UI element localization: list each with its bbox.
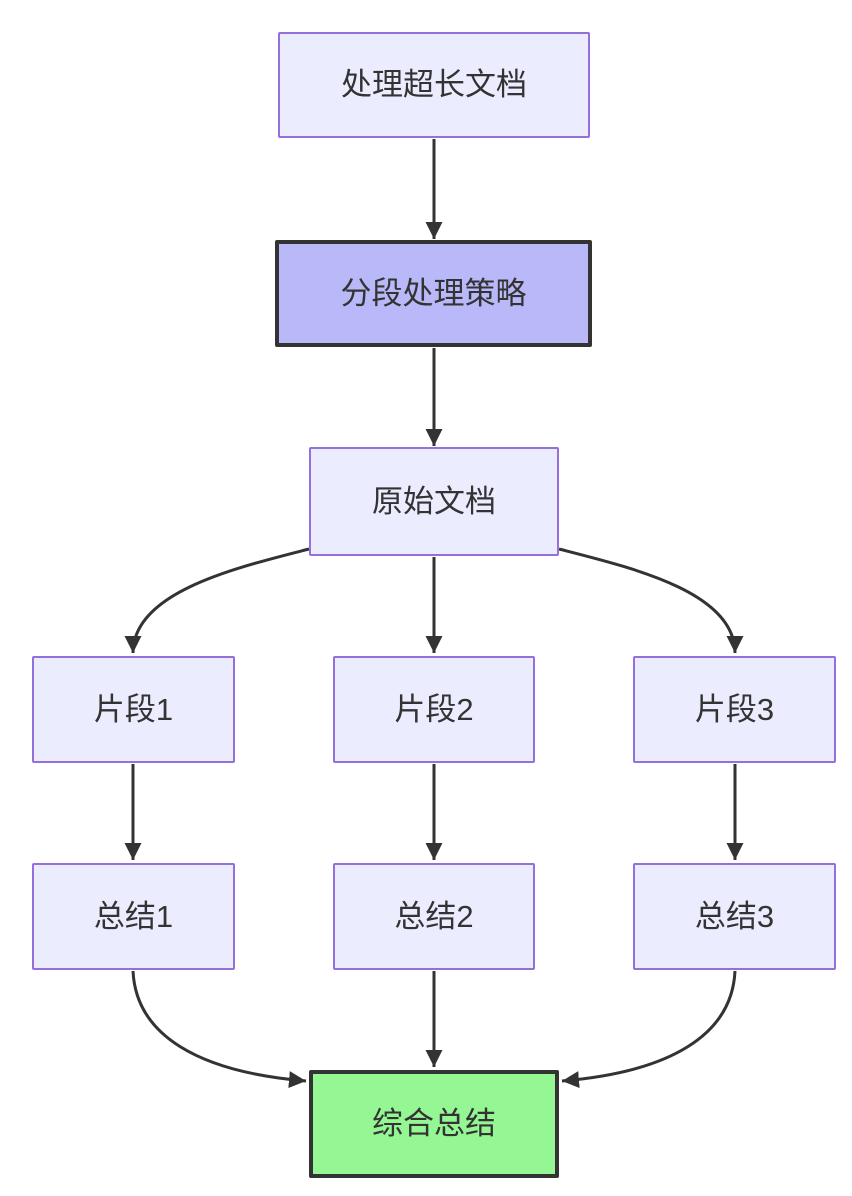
edge-C-D1 [124, 547, 310, 654]
node-label: 总结3 [694, 898, 775, 934]
node-label: 原始文档 [372, 483, 496, 519]
node-final-summary: 综合总结 [309, 1070, 559, 1178]
node-label: 总结1 [93, 898, 174, 934]
node-label: 总结2 [394, 898, 474, 934]
node-label: 片段2 [394, 691, 474, 727]
node-summary-3: 总结3 [633, 863, 836, 970]
node-fragment-2: 片段2 [333, 656, 535, 763]
edge-S1-F [131, 970, 307, 1089]
node-label: 片段1 [93, 691, 174, 727]
node-original-document: 原始文档 [309, 447, 559, 556]
node-label: 片段3 [694, 691, 775, 727]
node-fragment-1: 片段1 [32, 656, 235, 763]
edge-S3-F [561, 970, 737, 1089]
node-summary-2: 总结2 [333, 863, 535, 970]
node-process-long-document: 处理超长文档 [278, 32, 590, 138]
node-summary-1: 总结1 [32, 863, 235, 970]
node-segmentation-strategy: 分段处理策略 [275, 240, 592, 347]
node-fragment-3: 片段3 [633, 656, 836, 763]
node-label: 处理超长文档 [341, 67, 527, 103]
edge-C-D3 [558, 547, 744, 654]
node-label: 分段处理策略 [340, 275, 527, 311]
node-label: 综合总结 [372, 1106, 496, 1142]
